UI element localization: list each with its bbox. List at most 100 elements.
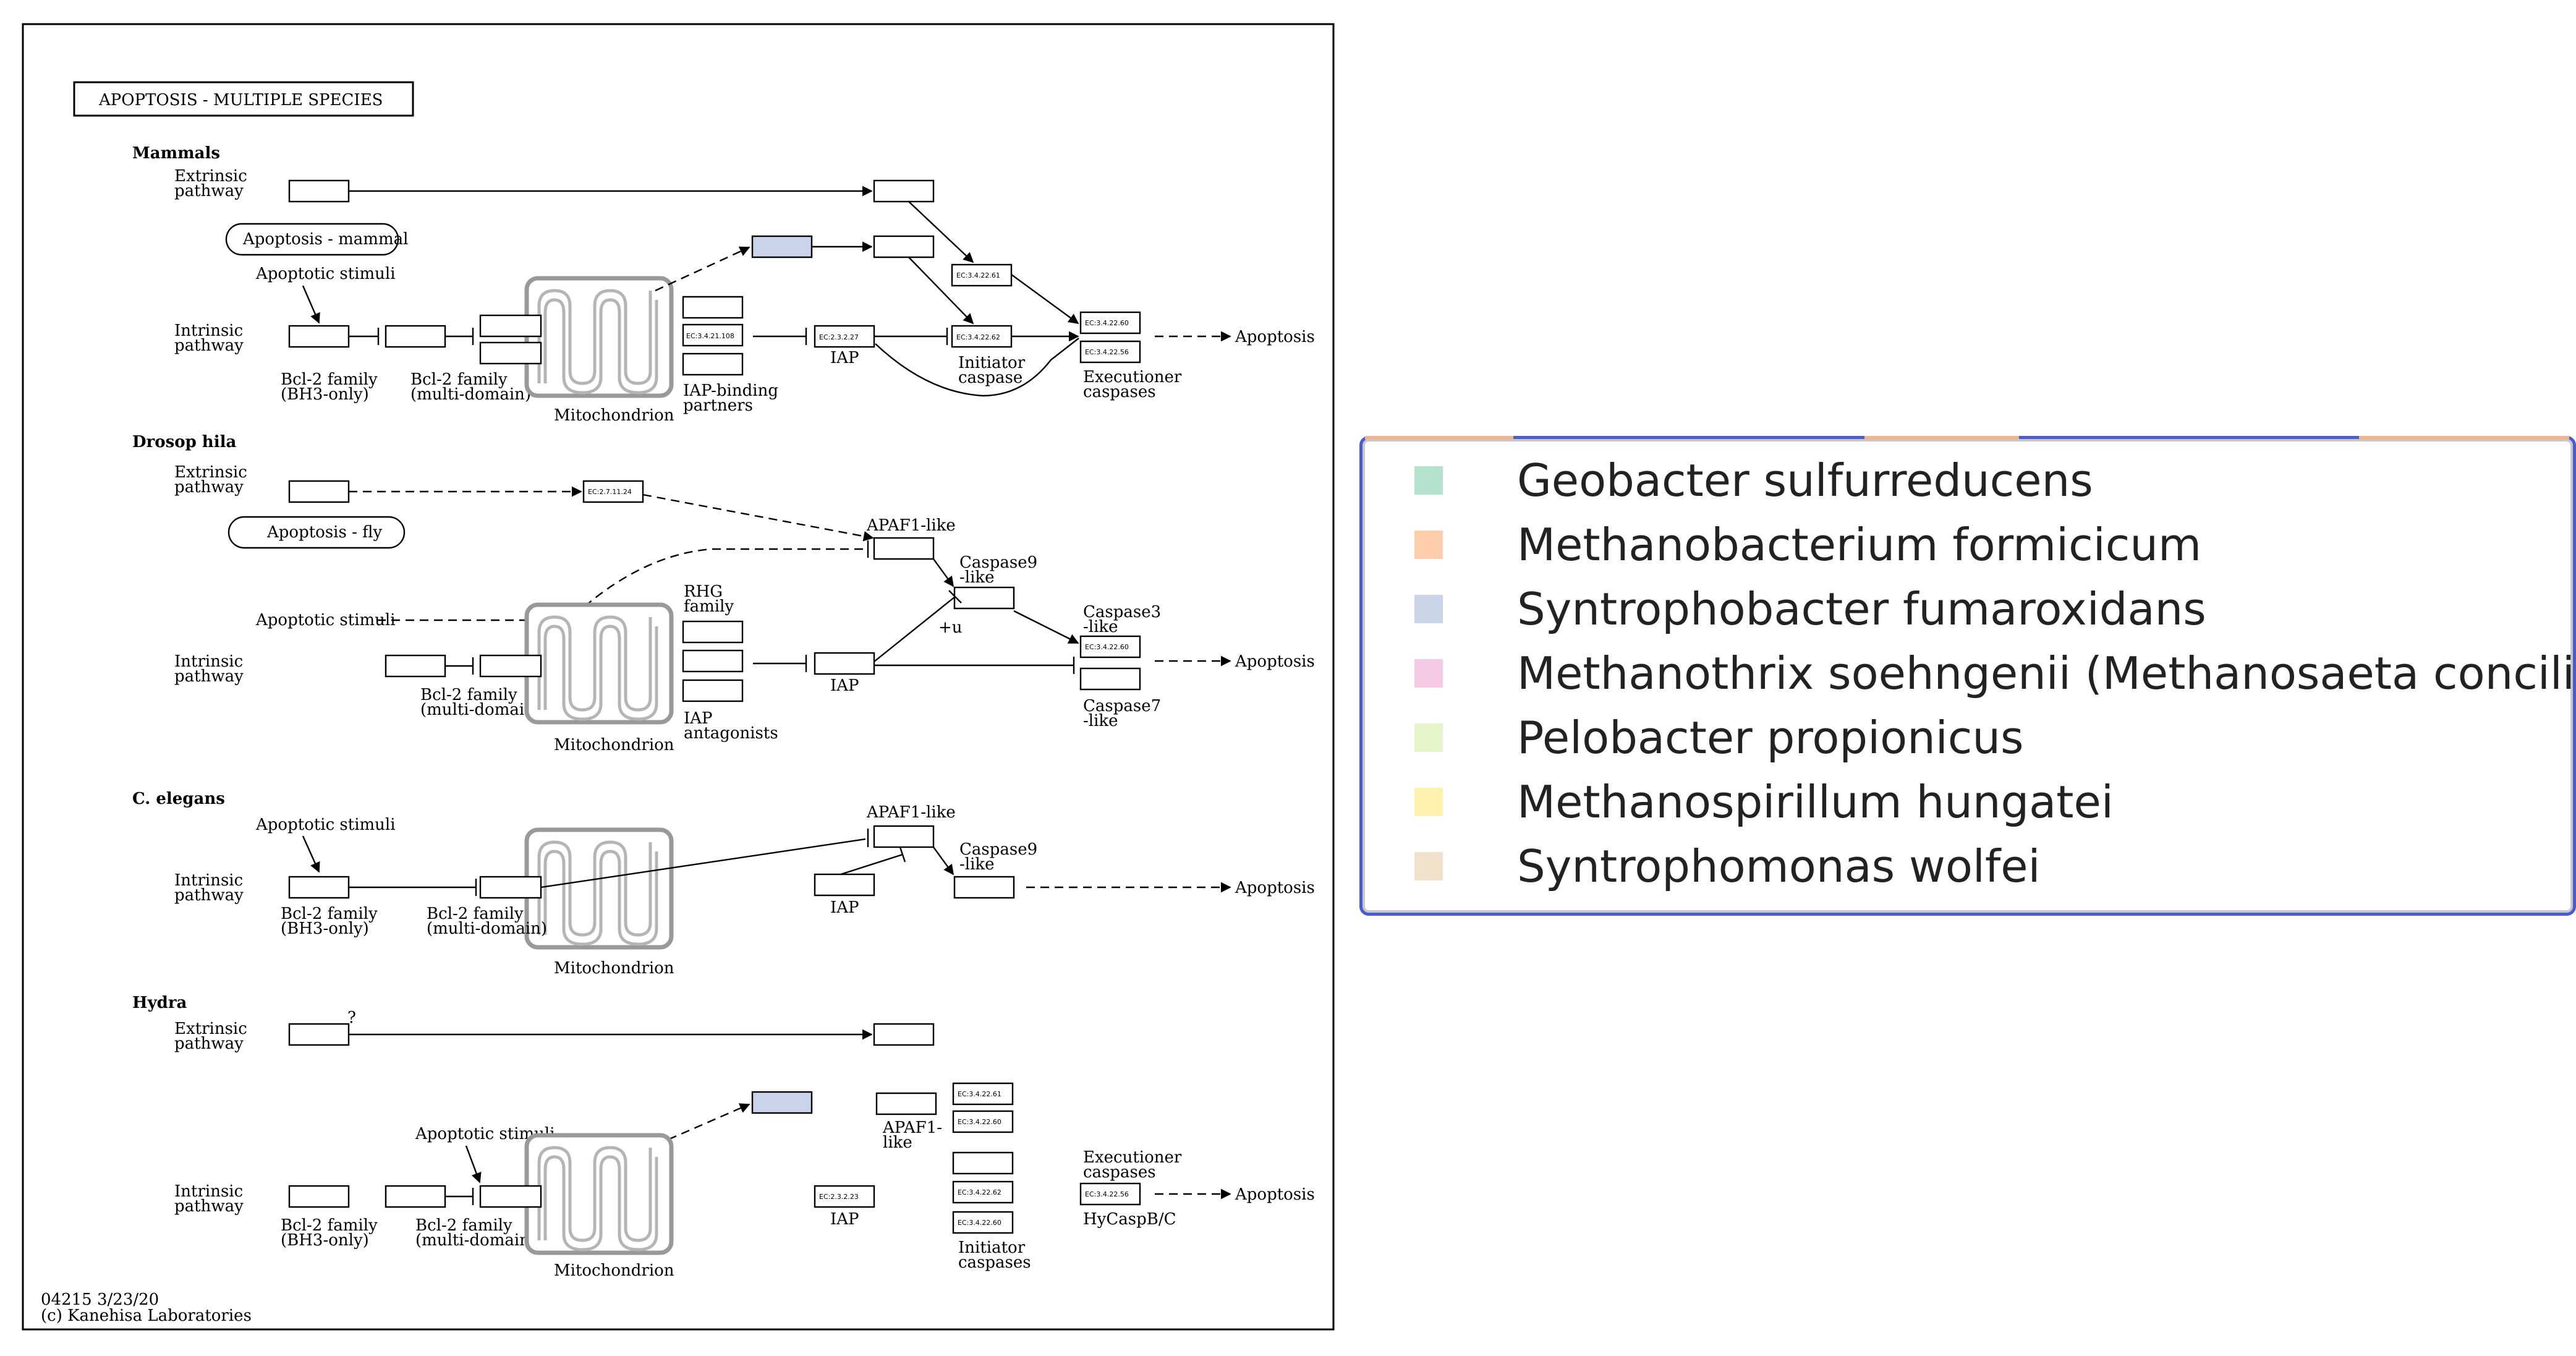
mitochondrion-label: Mitochondrion: [554, 1261, 674, 1280]
gene-box[interactable]: [682, 649, 744, 673]
gene-box[interactable]: [953, 586, 1015, 610]
mitochondrion-label: Mitochondrion: [554, 736, 674, 754]
gene-box[interactable]: [873, 179, 935, 203]
gene-box[interactable]: [1079, 667, 1141, 691]
ec-box[interactable]: [952, 1211, 1014, 1234]
mitochondrion-label: Mitochondrion: [554, 959, 674, 978]
gene-box[interactable]: [288, 325, 350, 348]
gene-box[interactable]: [682, 352, 744, 376]
iap-label: IAP: [830, 1210, 859, 1229]
extrinsic-label: Extrinsic: [174, 463, 247, 482]
gene-box[interactable]: [682, 679, 744, 702]
caspase9-like-label: Caspase9: [959, 553, 1037, 572]
caspase9-like-label: -like: [959, 855, 995, 874]
footer-copyright: (c) Kanehisa Laboratories: [41, 1307, 252, 1325]
ec-box[interactable]: [1079, 311, 1141, 335]
legend-swatch: [1414, 723, 1443, 752]
mitochondrion-label: Mitochondrion: [554, 406, 674, 425]
gene-box[interactable]: [479, 876, 542, 899]
legend-swatch: [1414, 852, 1443, 881]
ec-label: EC:3.4.22.60: [958, 1219, 1001, 1227]
plus-u-label: +u: [938, 618, 963, 637]
ec-box[interactable]: [952, 1110, 1014, 1133]
bcl2-bh3-label: (BH3-only): [281, 385, 369, 404]
ec-label: EC:3.4.22.61: [958, 1090, 1001, 1098]
ec-box[interactable]: [952, 1180, 1014, 1204]
apaf1-hydra-label: like: [883, 1133, 912, 1152]
legend-item: Methanobacterium formicicum: [1414, 517, 2201, 573]
ec-box[interactable]: [1079, 1182, 1141, 1206]
gene-box[interactable]: [953, 876, 1015, 899]
intrinsic-label: Intrinsic: [174, 652, 243, 671]
caspase7-like-label: Caspase7: [1083, 697, 1161, 715]
gene-box[interactable]: [682, 620, 744, 644]
gene-box[interactable]: [479, 1185, 542, 1208]
intrinsic-label: pathway: [174, 336, 244, 355]
ec-label: EC:3.4.22.61: [956, 271, 1000, 279]
mitochondrion-icon: [527, 278, 671, 396]
gene-box[interactable]: [873, 537, 935, 560]
gene-box-highlighted[interactable]: [751, 1091, 813, 1114]
gene-box[interactable]: [288, 876, 350, 899]
gene-box[interactable]: [385, 1185, 446, 1208]
ec-box[interactable]: [951, 325, 1013, 348]
gene-box[interactable]: [288, 1023, 350, 1046]
gene-box[interactable]: [288, 480, 350, 503]
gene-box[interactable]: [873, 235, 935, 258]
apoptosis-fly-link[interactable]: [227, 516, 406, 549]
ec-box[interactable]: [814, 1185, 875, 1208]
caspase7-like-label: -like: [1083, 712, 1118, 730]
gene-box[interactable]: [875, 1092, 937, 1115]
ec-label: EC:3.4.22.56: [1085, 1190, 1129, 1198]
caspase3-like-label: -like: [1083, 618, 1118, 636]
executioner-caspases-label: Executioner: [1083, 1148, 1182, 1167]
extrinsic-label: Extrinsic: [174, 1020, 247, 1038]
gene-box[interactable]: [479, 314, 542, 338]
gene-box[interactable]: [682, 296, 744, 319]
gene-box[interactable]: [479, 654, 542, 678]
gene-box[interactable]: [385, 325, 446, 348]
gene-box[interactable]: [814, 652, 875, 675]
apoptotic-stimuli-label: Apoptotic stimuli: [255, 265, 396, 283]
ec-box[interactable]: [1079, 635, 1141, 659]
gene-box-highlighted[interactable]: [751, 235, 813, 258]
gene-box[interactable]: [873, 1023, 935, 1046]
apoptosis-fly-label: Apoptosis - fly: [266, 523, 382, 542]
ec-box[interactable]: [1079, 340, 1141, 364]
map-title-box: [73, 81, 414, 117]
gene-box[interactable]: [952, 1151, 1014, 1175]
legend-label: Geobacter sulfurreducens: [1517, 454, 2093, 506]
caspase9-like-label: -like: [959, 568, 995, 587]
ec-label: EC:2.3.2.27: [819, 333, 859, 341]
ec-box[interactable]: [682, 323, 744, 347]
gene-box[interactable]: [288, 179, 350, 203]
ec-box[interactable]: [952, 1082, 1014, 1106]
legend-item: Pelobacter propionicus: [1414, 710, 2024, 765]
apoptosis-label: Apoptosis: [1235, 879, 1315, 897]
map-title: APOPTOSIS - MULTIPLE SPECIES: [98, 91, 383, 109]
ec-label: EC:2.7.11.24: [588, 488, 632, 496]
ec-box[interactable]: [814, 325, 875, 348]
apoptosis-mammal-link[interactable]: [225, 223, 399, 256]
legend-label: Syntrophobacter fumaroxidans: [1517, 583, 2206, 635]
gene-box[interactable]: [814, 873, 875, 897]
legend-accent: [1365, 436, 1513, 440]
gene-box[interactable]: [479, 341, 542, 365]
pathway-map: APOPTOSIS - MULTIPLE SPECIES Mammals Ext…: [22, 23, 1335, 1331]
apoptotic-stimuli-label: Apoptotic stimuli: [255, 816, 396, 834]
section-celegans: C. elegans: [132, 790, 225, 808]
ec-label: EC:3.4.22.60: [958, 1118, 1001, 1126]
ec-box[interactable]: [582, 480, 644, 503]
gene-box[interactable]: [385, 654, 446, 678]
legend-accent: [2359, 436, 2569, 440]
intrinsic-label: Intrinsic: [174, 871, 243, 890]
ec-label: EC:2.3.2.23: [819, 1193, 859, 1201]
legend-item: Syntrophomonas wolfei: [1414, 838, 2041, 894]
gene-box[interactable]: [873, 825, 935, 848]
legend-label: Methanospirillum hungatei: [1517, 776, 2114, 828]
legend-item: Methanothrix soehngenii (Methanosaeta co…: [1414, 646, 2576, 701]
iap-label: IAP: [830, 898, 859, 917]
extrinsic-label: pathway: [174, 182, 244, 200]
gene-box[interactable]: [288, 1185, 350, 1208]
bcl2-bh3-label: (BH3-only): [281, 919, 369, 938]
